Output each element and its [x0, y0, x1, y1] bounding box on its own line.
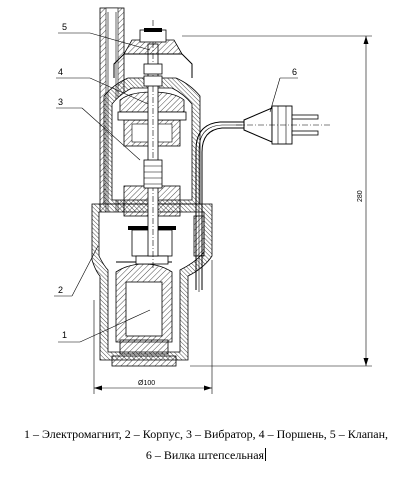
height-dimension: 280	[357, 190, 364, 202]
label-4: 4	[58, 67, 63, 77]
label-1: 1	[62, 330, 67, 340]
diameter-dimension: Ø100	[138, 380, 155, 387]
figure-caption: 1 – Электромагнит, 2 – Корпус, 3 – Вибра…	[0, 424, 412, 466]
power-cable	[193, 121, 244, 292]
label-3: 3	[58, 97, 63, 107]
part-labels: 5 4 3 2 1 6	[54, 22, 298, 343]
electromagnet	[111, 261, 177, 367]
valve	[113, 28, 193, 78]
caption-line-2-text: 6 – Вилка штепсельная	[145, 448, 265, 462]
label-5: 5	[62, 22, 67, 32]
label-6: 6	[292, 67, 297, 77]
plug	[236, 105, 330, 145]
pump-cross-section-drawing: 5 4 3 2 1 6 280 Ø100	[54, 7, 372, 394]
caption-line-2: 6 – Вилка штепсельная	[0, 445, 412, 466]
text-cursor	[265, 448, 267, 461]
dimension-lines: 280 Ø100	[93, 35, 372, 394]
label-2: 2	[58, 285, 63, 295]
caption-line-1: 1 – Электромагнит, 2 – Корпус, 3 – Вибра…	[23, 427, 389, 441]
